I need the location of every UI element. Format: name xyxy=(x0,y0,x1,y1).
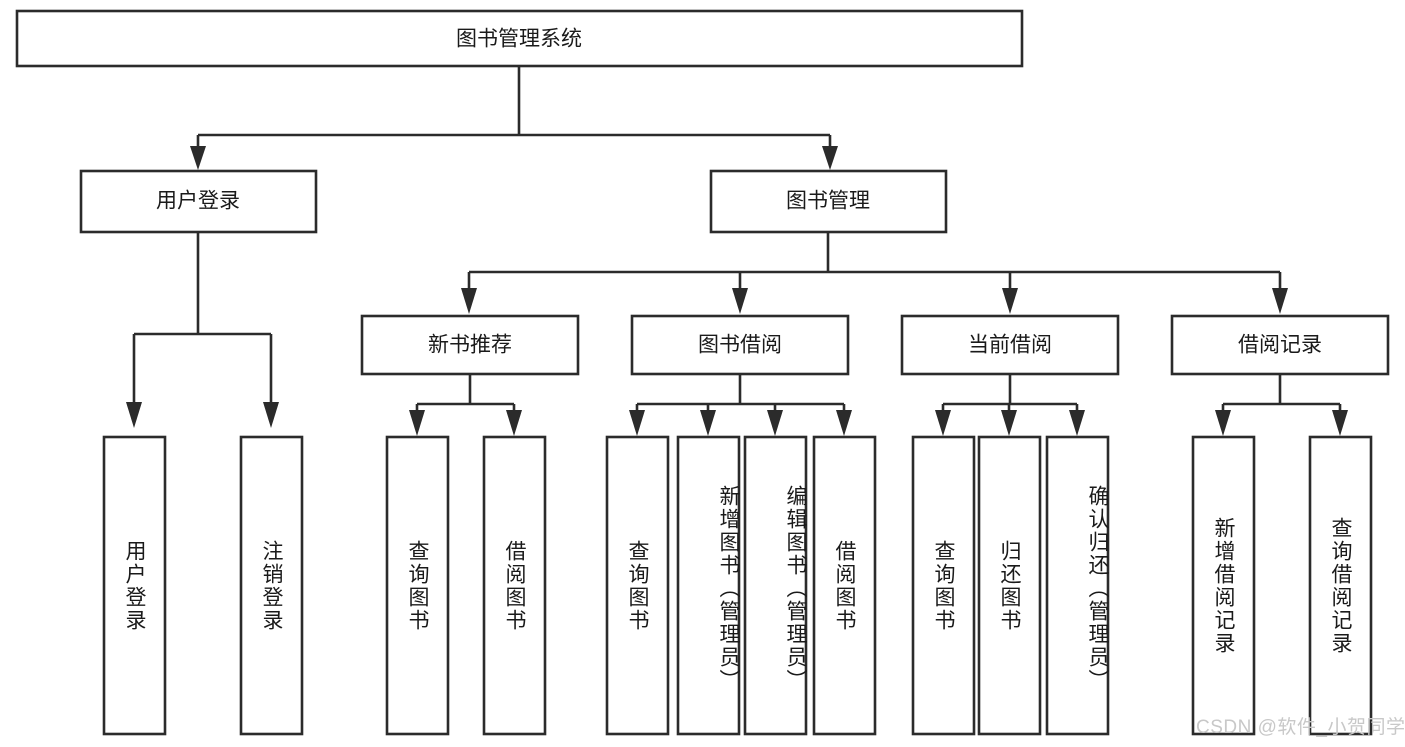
leaf-box-user-login[interactable] xyxy=(102,435,167,736)
node-current-borrow[interactable]: 当前借阅 xyxy=(900,314,1120,376)
arrow-head-icon xyxy=(1332,410,1348,436)
node-user-login-label: 用户登录 xyxy=(156,190,240,213)
leaf-box-add-book[interactable] xyxy=(676,435,741,736)
node-current-borrow-box[interactable] xyxy=(900,314,1120,376)
arrow-head-icon xyxy=(629,410,645,436)
leaf-box-query-book-1[interactable] xyxy=(385,435,450,736)
arrow-head-icon xyxy=(263,402,279,428)
csdn-watermark: CSDN @软件_小贺同学 xyxy=(1196,717,1405,738)
arrow-head-icon xyxy=(126,402,142,428)
node-new-book-recommend-box[interactable] xyxy=(360,314,580,376)
arrow-head-icon xyxy=(935,410,951,436)
arrow-head-icon xyxy=(1215,410,1231,436)
leaf-box-return-book[interactable] xyxy=(977,435,1042,736)
node-current-borrow-label: 当前借阅 xyxy=(968,334,1052,357)
node-book-management-label: 图书管理 xyxy=(786,190,870,213)
connector-user-login-to-leaves xyxy=(126,232,279,428)
arrow-head-icon xyxy=(822,146,838,170)
arrow-head-icon xyxy=(836,410,852,436)
node-book-borrow-label: 图书借阅 xyxy=(698,334,782,357)
connector-book-borrow-to-leaves xyxy=(629,374,852,436)
leaf-box-query-book-2[interactable] xyxy=(605,435,670,736)
arrow-head-icon xyxy=(1272,288,1288,314)
node-user-login[interactable]: 用户登录 xyxy=(79,169,318,234)
node-new-book-recommend[interactable]: 新书推荐 xyxy=(360,314,580,376)
leaf-box-borrow-book-1[interactable] xyxy=(482,435,547,736)
leaf-box-logout[interactable] xyxy=(239,435,304,736)
node-root[interactable]: 图书管理系统 xyxy=(15,9,1024,68)
connector-borrow-record-to-leaves xyxy=(1215,374,1348,436)
leaf-box-edit-book[interactable] xyxy=(743,435,808,736)
node-new-book-recommend-label: 新书推荐 xyxy=(428,334,512,357)
leaf-box-borrow-book-2[interactable] xyxy=(812,435,877,736)
leaf-box-add-borrow-record[interactable] xyxy=(1191,435,1256,736)
node-borrow-record[interactable]: 借阅记录 xyxy=(1170,314,1390,376)
arrow-head-icon xyxy=(461,288,477,314)
arrow-head-icon xyxy=(1001,410,1017,436)
node-root-label: 图书管理系统 xyxy=(456,28,582,51)
connector-book-management-to-level2 xyxy=(461,232,1288,314)
node-borrow-record-label: 借阅记录 xyxy=(1238,334,1322,357)
arrow-head-icon xyxy=(506,410,522,436)
arrow-head-icon xyxy=(700,410,716,436)
leaf-box-query-book-3[interactable] xyxy=(911,435,976,736)
node-user-login-box[interactable] xyxy=(79,169,318,234)
arrow-head-icon xyxy=(1002,288,1018,314)
connector-current-borrow-to-leaves xyxy=(935,374,1085,436)
arrow-head-icon xyxy=(732,288,748,314)
node-root-box[interactable] xyxy=(15,9,1024,68)
arrow-head-icon xyxy=(767,410,783,436)
connector-root-to-level1 xyxy=(190,66,838,170)
arrow-head-icon xyxy=(190,146,206,170)
connector-new-book-recommend-to-leaves xyxy=(409,374,522,436)
arrow-head-icon xyxy=(1069,410,1085,436)
node-book-management[interactable]: 图书管理 xyxy=(709,169,948,234)
arrow-head-icon xyxy=(409,410,425,436)
node-book-borrow[interactable]: 图书借阅 xyxy=(630,314,850,376)
leaf-box-query-borrow-record[interactable] xyxy=(1308,435,1373,736)
leaf-box-confirm-return[interactable] xyxy=(1045,435,1110,736)
